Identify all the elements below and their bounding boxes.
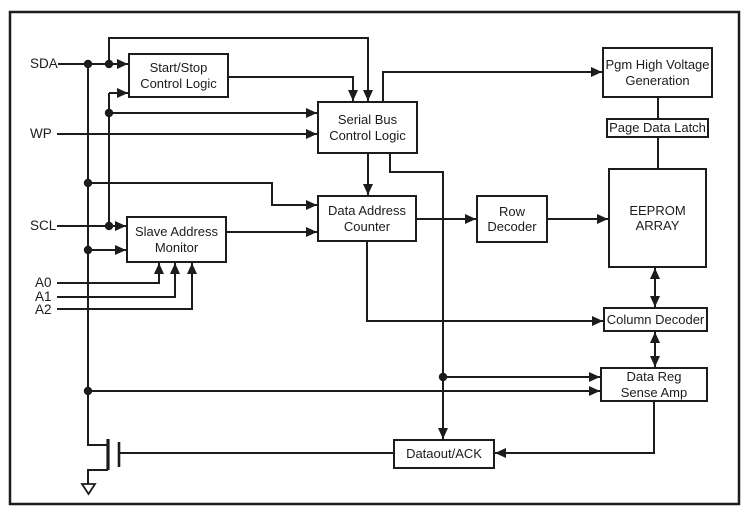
pin-label-sda: SDA: [30, 56, 58, 71]
pin-label-a2: A2: [35, 302, 52, 317]
block-start-stop-control-logic: Start/Stop Control Logic: [128, 53, 229, 98]
wire-sda-bus: [87, 64, 107, 446]
pin-label-wp: WP: [30, 126, 52, 141]
wire-serialbus-to-pgmhv: [382, 67, 602, 101]
block-data-reg-sense-amp: Data Reg Sense Amp: [600, 367, 708, 402]
block-slave-address-monitor: Slave Address Monitor: [126, 216, 227, 263]
block-column-decoder: Column Decoder: [603, 307, 708, 332]
wire-startstop-to-serialbus: [229, 76, 358, 101]
block-data-address-counter: Data Address Counter: [317, 195, 417, 242]
wire-a2-in: [57, 263, 197, 310]
wire-sda-top-route: [108, 37, 373, 101]
block-dataout-ack: Dataout/ACK: [393, 439, 495, 469]
wire-a1-in: [57, 263, 180, 298]
block-eeprom-array: EEPROM ARRAY: [608, 168, 707, 268]
wire-sda-to-counter: [88, 182, 317, 210]
pin-label-a0: A0: [35, 275, 52, 290]
block-pgm-high-voltage-generation: Pgm High Voltage Generation: [602, 47, 713, 98]
pin-label-scl: SCL: [30, 218, 57, 233]
pin-label-a1: A1: [35, 289, 52, 304]
block-page-data-latch: Page Data Latch: [606, 118, 709, 138]
diagram-border: [8, 10, 741, 506]
block-row-decoder: Row Decoder: [476, 195, 548, 243]
mosfet-source-wire: [87, 469, 108, 484]
wire-datareg-to-dataout: [495, 402, 655, 458]
block-serial-bus-control-logic: Serial Bus Control Logic: [317, 101, 418, 154]
ground-symbol: [80, 483, 97, 496]
wire-serialbus-to-dataout: [389, 154, 448, 439]
wire-a0-in: [57, 263, 164, 284]
junction-dots: [83, 59, 448, 396]
wire-counter-to-columndecoder: [366, 242, 603, 326]
